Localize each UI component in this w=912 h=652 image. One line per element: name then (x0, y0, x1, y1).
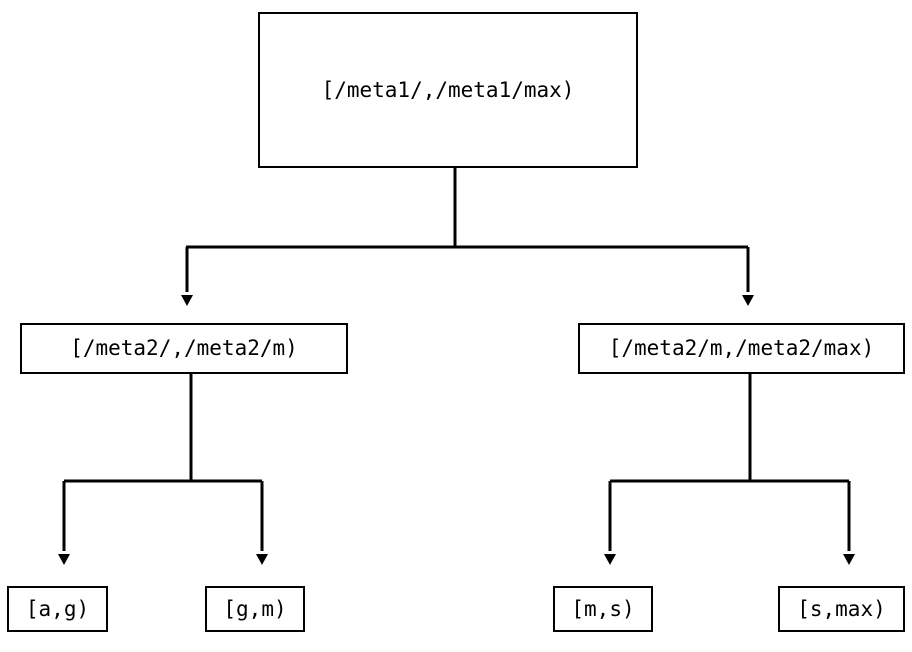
arrowhead-leaf-ms (604, 554, 616, 565)
tree-leaf-s-max[interactable]: [s,max) (778, 586, 905, 632)
tree-leaf-a-g[interactable]: [a,g) (7, 586, 108, 632)
arrowhead-leaf-ag (58, 554, 70, 565)
tree-node-meta2-low[interactable]: [/meta2/,/meta2/m) (20, 323, 348, 374)
edge-level2left-to-leaves (58, 374, 268, 565)
tree-leaf-g-m[interactable]: [g,m) (205, 586, 305, 632)
arrowhead-root-right (742, 295, 754, 306)
arrowhead-leaf-smax (843, 554, 855, 565)
tree-leaf-g-m-label: [g,m) (223, 596, 287, 621)
tree-node-root-label: [/meta1/,/meta1/max) (321, 77, 575, 102)
tree-leaf-m-s[interactable]: [m,s) (553, 586, 653, 632)
tree-leaf-a-g-label: [a,g) (25, 596, 90, 621)
tree-node-root[interactable]: [/meta1/,/meta1/max) (258, 12, 638, 168)
edge-root-to-level2 (181, 168, 754, 306)
tree-leaf-s-max-label: [s,max) (797, 596, 886, 621)
tree-node-meta2-high-label: [/meta2/m,/meta2/max) (608, 336, 875, 360)
tree-node-meta2-low-label: [/meta2/,/meta2/m) (70, 336, 298, 360)
edge-level2right-to-leaves (604, 374, 855, 565)
tree-node-meta2-high[interactable]: [/meta2/m,/meta2/max) (578, 323, 905, 374)
arrowhead-leaf-gm (256, 554, 268, 565)
tree-leaf-m-s-label: [m,s) (571, 596, 635, 621)
arrowhead-root-left (181, 295, 193, 306)
